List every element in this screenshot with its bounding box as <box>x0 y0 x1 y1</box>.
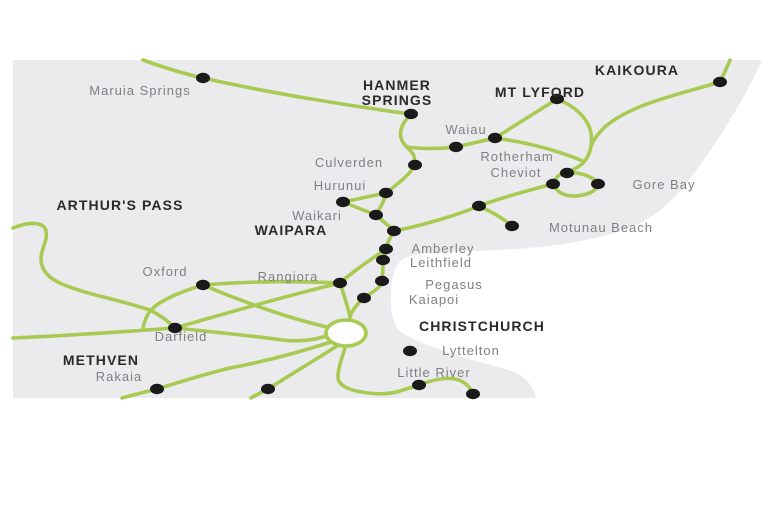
road-waiau-east <box>493 136 585 163</box>
label-christchurch: CHRISTCHURCH <box>419 318 545 334</box>
label-waiau: Waiau <box>445 122 486 137</box>
label-rotherham: Rotherham <box>480 149 553 164</box>
sea-area <box>390 60 768 398</box>
label-oxford: Oxford <box>142 264 187 279</box>
marker-little-river <box>412 379 426 391</box>
label-cheviot: Cheviot <box>490 165 541 180</box>
road-kaikoura-arc <box>589 80 722 148</box>
label-hurunui: Hurunui <box>314 178 367 193</box>
label-methven: METHVEN <box>63 352 139 368</box>
road-oxford-ring <box>201 283 329 329</box>
label-lyttelton: Lyttelton <box>442 343 500 358</box>
marker-darfield <box>168 322 182 334</box>
marker-oxford <box>196 279 210 291</box>
marker-rakaia <box>150 383 164 395</box>
marker-hurunui <box>336 196 350 208</box>
road-darfield-rangiora <box>173 281 342 330</box>
label-rangiora: Rangiora <box>258 269 319 284</box>
label-arthurs-pass: ARTHUR'S PASS <box>56 197 183 213</box>
road-oxford-southwest <box>141 283 205 332</box>
road-waiau-mtlyford <box>493 97 559 140</box>
marker-mt-lyford <box>550 93 564 105</box>
road-west-highway <box>11 326 328 343</box>
marker-waikari <box>369 209 383 221</box>
label-rakaia: Rakaia <box>96 369 142 384</box>
road-ring-rakaia <box>120 340 333 400</box>
label-mt-lyford: MT LYFORD <box>495 84 585 100</box>
label-gore-bay: Gore Bay <box>633 177 696 192</box>
road-little-river <box>336 346 475 396</box>
label-waipara: WAIPARA <box>255 222 328 238</box>
marker-southwest-junction <box>261 383 275 395</box>
label-amberley: Amberley <box>412 241 475 256</box>
marker-kaiapoi <box>357 292 371 304</box>
marker-lyttelton <box>403 345 417 357</box>
marker-cheviot <box>560 167 574 179</box>
marker-hanmer-springs <box>404 108 418 120</box>
marker-culverden <box>408 159 422 171</box>
label-hanmer-springs-line2: SPRINGS <box>362 92 433 108</box>
label-culverden: Culverden <box>315 155 383 170</box>
road-to-waipara <box>392 204 481 233</box>
marker-junction-north <box>379 187 393 199</box>
label-waikari: Waikari <box>292 208 342 223</box>
marker-amberley <box>379 243 393 255</box>
label-darfield: Darfield <box>155 329 208 344</box>
town-markers <box>150 72 727 400</box>
marker-east-little-river <box>466 388 480 400</box>
label-maruia-springs: Maruia Springs <box>89 83 190 98</box>
marker-waiau <box>488 132 502 144</box>
road-arthurs-pass <box>11 221 177 330</box>
christchurch-ring-road <box>324 318 368 348</box>
marker-gore-bay <box>591 178 605 190</box>
marker-waipara <box>387 225 401 237</box>
marker-pegasus <box>375 275 389 287</box>
road-hanmer-culverden <box>398 112 417 167</box>
marker-kaikoura <box>713 76 727 88</box>
major-labels: HANMER SPRINGS MT LYFORD KAIKOURA ARTHUR… <box>56 62 679 368</box>
marker-loop-west <box>546 178 560 190</box>
label-hanmer-springs-line1: HANMER <box>363 77 431 93</box>
road-oxford-rangiora <box>201 279 342 287</box>
label-pegasus: Pegasus <box>425 277 483 292</box>
label-little-river: Little River <box>397 365 470 380</box>
marker-rotherham <box>449 141 463 153</box>
marker-leithfield <box>376 254 390 266</box>
label-leithfield: Leithfield <box>410 255 472 270</box>
marker-rangiora <box>333 277 347 289</box>
label-kaiapoi: Kaiapoi <box>409 292 459 307</box>
road-maruia-hanmer <box>141 58 413 116</box>
marker-motunau-beach <box>505 220 519 232</box>
label-motunau-beach: Motunau Beach <box>549 220 653 235</box>
marker-maruia-springs <box>196 72 210 84</box>
marker-coast-junction <box>472 200 486 212</box>
town-labels: Maruia Springs Waiau Culverden Rotherham… <box>89 83 696 384</box>
road-sh1-kaiapoi <box>348 258 385 319</box>
label-kaikoura: KAIKOURA <box>595 62 679 78</box>
